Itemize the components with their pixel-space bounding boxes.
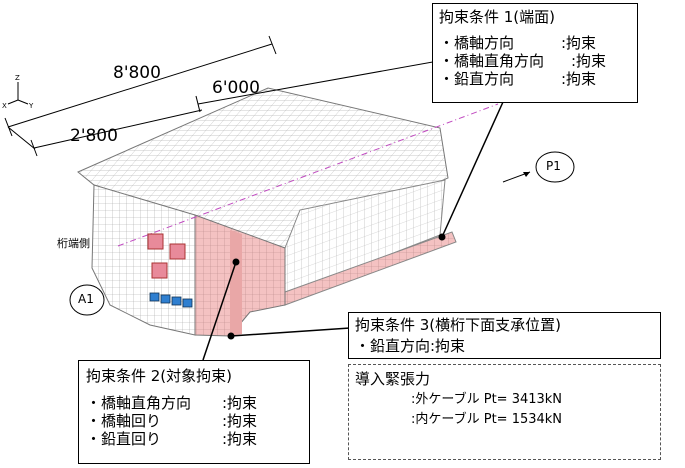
row-value: :拘束 — [222, 430, 258, 448]
row-value: :拘束 — [561, 70, 597, 88]
constraint-2-row: ・鉛直回り :拘束 — [86, 430, 302, 448]
row-label: ・鉛直方向 — [439, 70, 515, 88]
girder-end-label: 桁端側 — [57, 237, 90, 250]
dim-right: 6'000 — [212, 78, 260, 98]
constraint-1-row: ・橋軸方向 :拘束 — [439, 34, 631, 52]
prestress-box: 導入緊張力 :外ケーブル Pt= 3413kN :内ケーブル Pt= 1534k… — [348, 364, 661, 460]
row-label: ・鉛直回り — [86, 430, 162, 448]
anchor-block-red — [169, 243, 186, 260]
marker-a1-circle — [69, 284, 105, 316]
marker-a1-label: A1 — [78, 292, 94, 306]
row-label: ・橋軸直角方向 — [86, 394, 192, 412]
prestress-title: 導入緊張力 — [355, 370, 431, 388]
row-label: ・橋軸方向 — [439, 34, 515, 52]
row-value: :拘束 — [222, 394, 258, 412]
axis-y-label: Y — [28, 102, 34, 110]
inner-web-highlight — [230, 230, 242, 336]
anchor-blocks-blue — [149, 292, 193, 308]
center-line — [117, 103, 499, 247]
leader-cond1 — [441, 101, 504, 238]
leader-cond2 — [202, 261, 237, 361]
prestress-inner: :内ケーブル Pt= 1534kN — [411, 412, 563, 427]
row-value: :拘束 — [571, 52, 607, 70]
marker-p1-label: P1 — [546, 159, 561, 173]
dim-line-left — [33, 109, 203, 149]
row-value: :拘束 — [222, 412, 258, 430]
marker-p1-circle — [535, 151, 575, 183]
constraint-3-title: 拘束条件 3(横桁下面支承位置) — [355, 316, 562, 334]
row-value: :拘束 — [561, 34, 597, 52]
axis-z-label: Z — [15, 74, 20, 82]
constraint-2-row: ・橋軸直角方向 :拘束 — [86, 394, 302, 412]
constraint-1-row: ・橋軸直角方向 :拘束 — [439, 52, 631, 70]
constraint-2-box: 拘束条件 2(対象拘束) ・橋軸直角方向 :拘束 ・橋軸回り :拘束 ・鉛直回り :拘… — [78, 360, 310, 464]
dim-line-overall — [7, 43, 273, 128]
constraint-1-title: 拘束条件 1(端面) — [439, 8, 556, 26]
leader-cond3 — [230, 327, 351, 337]
dim-overall: 8'800 — [113, 63, 161, 83]
row-label: ・橋軸直角方向 — [439, 52, 545, 70]
constraint-2-title: 拘束条件 2(対象拘束) — [86, 367, 233, 385]
anchor-block-red — [151, 262, 168, 279]
constraint-2-row: ・橋軸回り :拘束 — [86, 412, 302, 430]
prestress-outer: :外ケーブル Pt= 3413kN — [411, 392, 563, 407]
dim-left: 2'800 — [70, 126, 118, 146]
constraint-3-box: 拘束条件 3(横桁下面支承位置) ・鉛直方向:拘束 — [348, 312, 661, 359]
anchor-block-red — [147, 233, 164, 250]
constraint-3-row: ・鉛直方向:拘束 — [355, 337, 466, 355]
axis-triad: Z X Y — [2, 74, 34, 110]
constraint-1-box: 拘束条件 1(端面) ・橋軸方向 :拘束 ・橋軸直角方向 :拘束 ・鉛直方向 :拘束 — [432, 3, 638, 103]
axis-x-label: X — [2, 102, 7, 110]
constraint-1-row: ・鉛直方向 :拘束 — [439, 70, 631, 88]
row-label: ・橋軸回り — [86, 412, 162, 430]
dim-line-right — [197, 57, 456, 105]
